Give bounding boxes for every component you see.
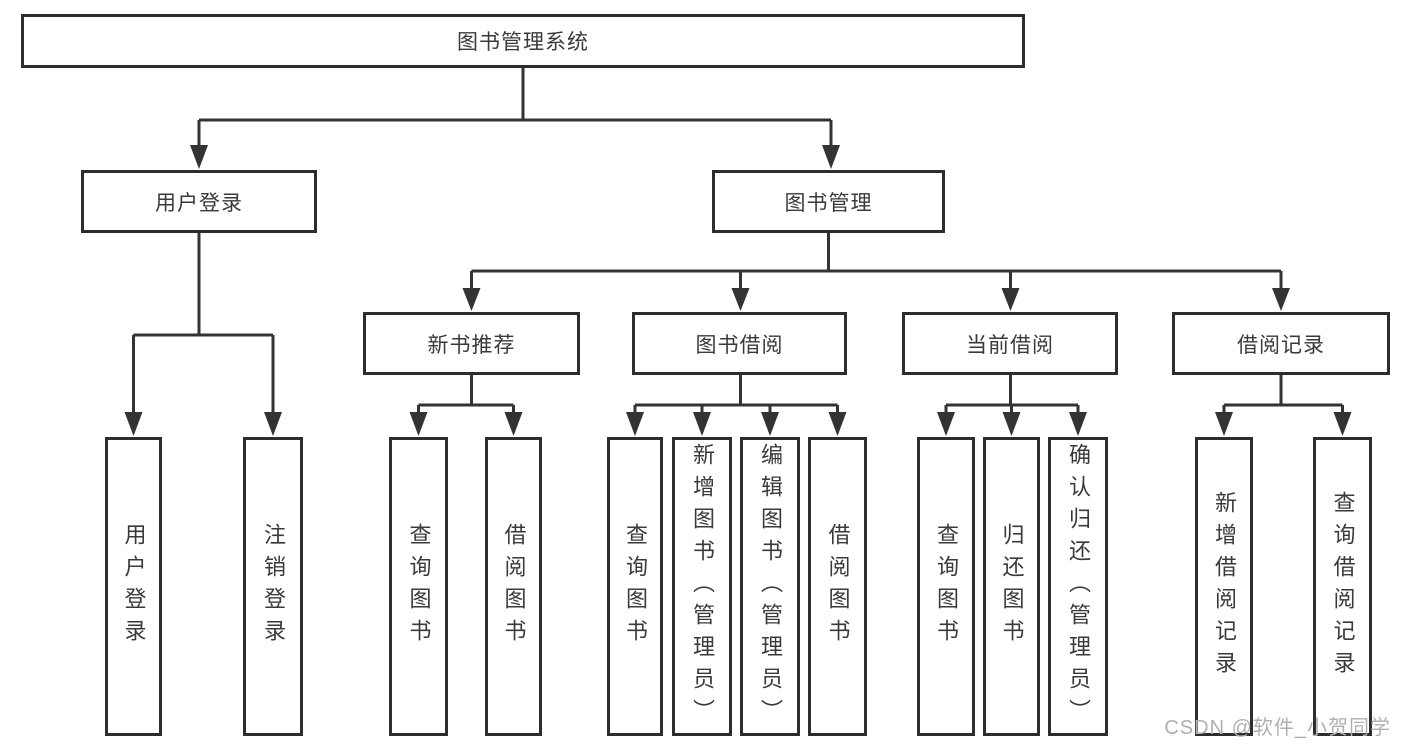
leaf-add-borrow-record-label: 新增借阅记录 (1212, 490, 1237, 683)
node-user-login: 用户登录 (81, 170, 317, 233)
leaf-logout: 注销登录 (243, 437, 303, 736)
leaf-add-book-admin: 新增图书（管理员） (672, 437, 732, 736)
leaf-query-borrow-record: 查询借阅记录 (1313, 437, 1372, 736)
leaf-logout-label: 注销登录 (261, 522, 286, 651)
node-book-borrowing-label: 图书借阅 (695, 333, 784, 357)
leaf-borrow-books-borrowing-label: 借阅图书 (825, 522, 851, 651)
csdn-watermark: CSDN @软件_小贺同学 (1164, 717, 1391, 739)
leaf-borrow-books-borrowing: 借阅图书 (808, 437, 867, 736)
leaf-return-book: 归还图书 (983, 437, 1040, 736)
leaf-confirm-return-admin: 确认归还（管理员） (1048, 437, 1108, 736)
node-book-borrowing: 图书借阅 (632, 312, 847, 375)
connector-spines (132, 68, 1344, 414)
node-library-management-system-label: 图书管理系统 (457, 31, 589, 54)
node-borrowing-records-label: 借阅记录 (1237, 333, 1325, 357)
leaf-edit-book-admin: 编辑图书（管理员） (740, 437, 800, 736)
leaf-edit-book-admin-label: 编辑图书（管理员） (758, 442, 783, 731)
leaf-add-book-admin-label: 新增图书（管理员） (690, 442, 715, 731)
node-current-borrowing-label: 当前借阅 (966, 333, 1054, 357)
leaf-user-login: 用户登录 (105, 437, 162, 736)
node-new-book-recommend: 新书推荐 (363, 312, 580, 375)
leaf-borrow-books-recommend-label: 借阅图书 (501, 522, 527, 651)
arrowheads (124, 145, 1352, 436)
leaf-query-books-current-label: 查询图书 (934, 522, 959, 651)
node-current-borrowing: 当前借阅 (902, 312, 1118, 375)
leaf-borrow-books-recommend: 借阅图书 (485, 437, 542, 736)
leaf-query-borrow-record-label: 查询借阅记录 (1330, 490, 1356, 683)
leaf-add-borrow-record: 新增借阅记录 (1195, 437, 1253, 736)
leaf-return-book-label: 归还图书 (999, 522, 1025, 651)
node-new-book-recommend-label: 新书推荐 (427, 333, 516, 357)
leaf-query-books-borrowing: 查询图书 (607, 437, 663, 736)
node-borrowing-records: 借阅记录 (1172, 312, 1390, 375)
node-user-login-label: 用户登录 (155, 191, 243, 215)
leaf-query-books-borrowing-label: 查询图书 (623, 522, 648, 651)
leaf-user-login-label: 用户登录 (121, 522, 147, 651)
leaf-query-books-recommend-label: 查询图书 (406, 522, 432, 651)
node-book-management-label: 图书管理 (784, 191, 873, 215)
leaf-confirm-return-admin-label: 确认归还（管理员） (1066, 442, 1091, 731)
node-library-management-system: 图书管理系统 (21, 14, 1025, 68)
leaf-query-books-current: 查询图书 (917, 437, 975, 736)
leaf-query-books-recommend: 查询图书 (389, 437, 448, 736)
node-book-management: 图书管理 (712, 170, 945, 233)
